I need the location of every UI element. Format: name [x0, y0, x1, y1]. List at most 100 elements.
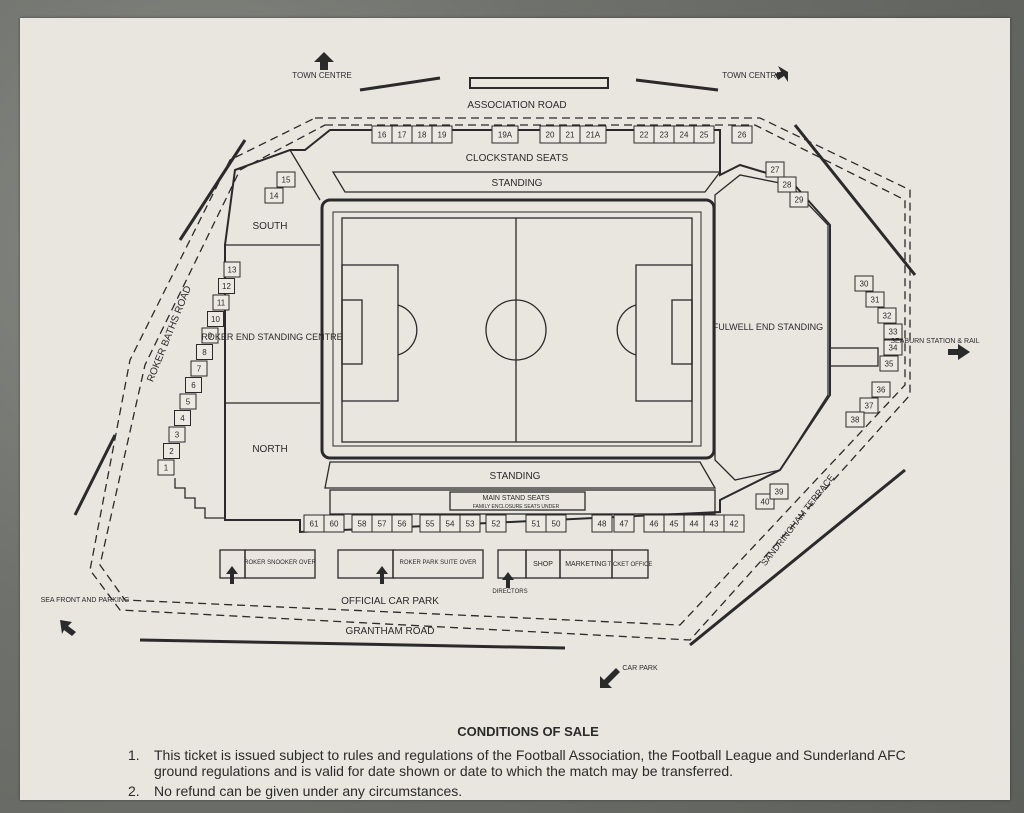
- svg-text:60: 60: [330, 520, 339, 529]
- gate-3: 3: [168, 426, 186, 443]
- main-stand-label: MAIN STAND SEATS: [482, 495, 549, 502]
- conditions-of-sale: CONDITIONS OF SALE 1. This ticket is iss…: [128, 724, 928, 803]
- svg-text:48: 48: [598, 520, 607, 529]
- snooker-label: ROKER SNOOKER OVER: [244, 560, 316, 566]
- gate-39: 39: [769, 483, 789, 500]
- seaburn-label: SEABURN STATION & RAIL: [890, 338, 979, 345]
- condition-number: 2.: [128, 783, 140, 799]
- standing-top-label: STANDING: [492, 178, 543, 189]
- condition-text: This ticket is issued subject to rules a…: [154, 747, 906, 779]
- gate-22: 22: [633, 125, 655, 144]
- svg-text:21: 21: [566, 131, 575, 140]
- gate-61: 61: [303, 514, 325, 533]
- gate-20: 20: [539, 125, 561, 144]
- svg-text:31: 31: [871, 296, 880, 305]
- svg-text:17: 17: [398, 131, 407, 140]
- svg-text:29: 29: [795, 196, 804, 205]
- gate-5: 5: [179, 393, 197, 410]
- svg-text:22: 22: [640, 131, 649, 140]
- arrow-up-icon: [314, 52, 334, 70]
- gate-28: 28: [777, 176, 797, 193]
- condition-text: No refund can be given under any circums…: [154, 783, 463, 799]
- gate-12: 12: [218, 278, 235, 294]
- gate-48: 48: [591, 514, 613, 533]
- official-car-park-label: OFFICIAL CAR PARK: [341, 596, 439, 607]
- gate-19: 19: [431, 125, 453, 144]
- town-centre-right-label: TOWN CENTRE: [722, 71, 781, 80]
- svg-text:6: 6: [191, 381, 196, 390]
- gate-52: 52: [485, 514, 507, 533]
- condition-item: 1. This ticket is issued subject to rule…: [128, 747, 928, 779]
- roker-baths-road-label: ROKER BATHS ROAD: [145, 284, 194, 383]
- svg-text:14: 14: [270, 192, 279, 201]
- svg-text:34: 34: [889, 344, 898, 353]
- gate-45: 45: [663, 514, 685, 533]
- svg-text:50: 50: [552, 520, 561, 529]
- gate-53: 53: [459, 514, 481, 533]
- condition-item: 2. No refund can be given under any circ…: [128, 783, 928, 799]
- svg-text:13: 13: [228, 266, 237, 275]
- svg-text:61: 61: [310, 520, 319, 529]
- gate-27: 27: [765, 161, 785, 178]
- north-label: NORTH: [252, 444, 287, 455]
- svg-text:15: 15: [282, 176, 291, 185]
- svg-text:19A: 19A: [498, 131, 513, 140]
- gate-11: 11: [212, 294, 230, 311]
- gate-58: 58: [351, 514, 373, 533]
- svg-text:30: 30: [860, 280, 869, 289]
- svg-text:36: 36: [877, 386, 886, 395]
- svg-text:40: 40: [761, 498, 770, 507]
- svg-text:39: 39: [775, 488, 784, 497]
- outer-boundary: [89, 117, 911, 641]
- svg-text:10: 10: [211, 315, 220, 324]
- gate-55: 55: [419, 514, 441, 533]
- gate-36: 36: [871, 381, 891, 398]
- gate-51: 51: [525, 514, 547, 533]
- svg-text:25: 25: [700, 131, 709, 140]
- svg-text:37: 37: [865, 402, 874, 411]
- gate-19A: 19A: [491, 125, 519, 144]
- svg-text:23: 23: [660, 131, 669, 140]
- gate-37: 37: [859, 397, 879, 414]
- gate-1: 1: [157, 459, 175, 476]
- svg-text:21A: 21A: [586, 131, 601, 140]
- directors-label: DIRECTORS: [492, 589, 527, 595]
- arrow-down-left-icon: [60, 620, 76, 636]
- svg-text:2: 2: [169, 447, 174, 456]
- sea-front-label: SEA FRONT AND PARKING: [41, 597, 130, 604]
- svg-text:24: 24: [680, 131, 689, 140]
- marketing-label: MARKETING: [565, 561, 607, 568]
- gate-50: 50: [545, 514, 567, 533]
- arrow-right-icon: [948, 344, 970, 360]
- gate-47: 47: [613, 514, 635, 533]
- gate-23: 23: [653, 125, 675, 144]
- gate-7: 7: [190, 360, 208, 377]
- svg-text:38: 38: [851, 416, 860, 425]
- svg-text:4: 4: [180, 414, 185, 423]
- gate-35: 35: [879, 355, 899, 372]
- svg-text:11: 11: [217, 299, 226, 308]
- labels-layer: ASSOCIATION ROAD ROKER BATHS ROAD GRANTH…: [41, 71, 980, 672]
- roker-end-label: ROKER END STANDING CENTRE: [201, 332, 342, 342]
- gate-38: 38: [845, 411, 865, 428]
- svg-text:19: 19: [438, 131, 447, 140]
- svg-text:32: 32: [883, 312, 892, 321]
- svg-text:46: 46: [650, 520, 659, 529]
- stadium-outline: [224, 129, 831, 534]
- svg-text:33: 33: [889, 328, 898, 337]
- gate-6: 6: [185, 377, 202, 393]
- grantham-road-label: GRANTHAM ROAD: [346, 626, 435, 637]
- gate-18: 18: [411, 125, 433, 144]
- gate-24: 24: [673, 125, 695, 144]
- svg-text:54: 54: [446, 520, 455, 529]
- gate-57: 57: [371, 514, 393, 533]
- south-label: SOUTH: [253, 221, 288, 232]
- gate-15: 15: [276, 171, 296, 188]
- standing-bottom-label: STANDING: [490, 471, 541, 482]
- svg-text:58: 58: [358, 520, 367, 529]
- svg-text:45: 45: [670, 520, 679, 529]
- conditions-title: CONDITIONS OF SALE: [457, 724, 599, 739]
- svg-text:7: 7: [197, 365, 202, 374]
